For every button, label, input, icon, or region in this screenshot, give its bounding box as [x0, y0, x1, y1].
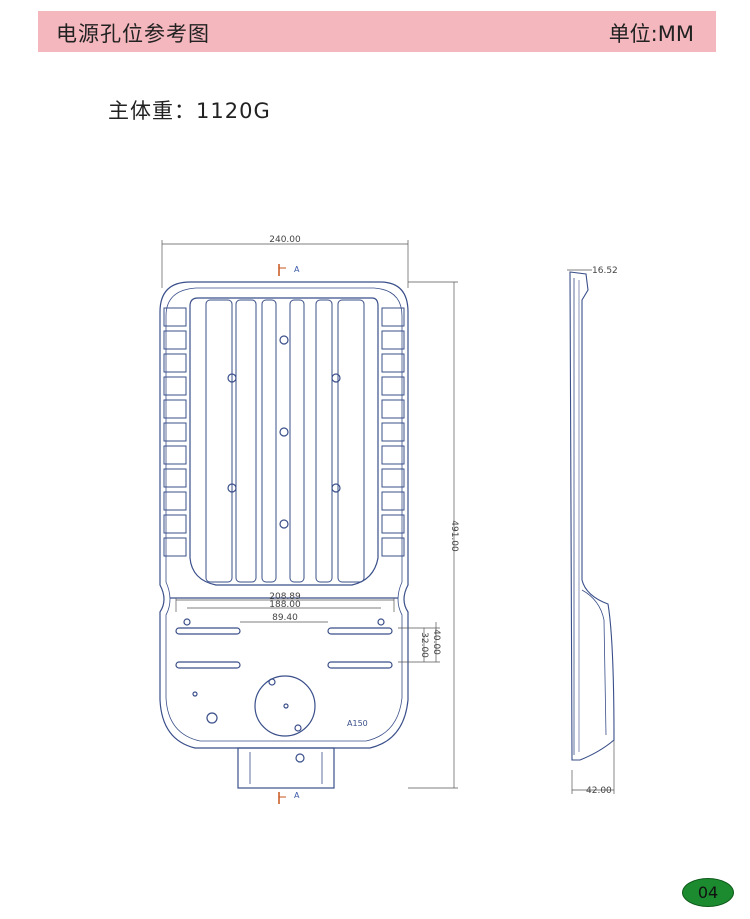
- dim-inner-1-label: 208.89: [269, 592, 301, 602]
- housing-outline: [159, 281, 409, 749]
- boss: [279, 335, 289, 345]
- mounting-bracket: [237, 747, 335, 789]
- vent-slot: [381, 307, 405, 327]
- dim-side-top-label: 16.52: [592, 266, 618, 276]
- vent-slot: [163, 445, 187, 465]
- vent-slot: [163, 537, 187, 557]
- header-bar: 电源孔位参考图 单位:MM: [38, 11, 716, 52]
- mount-slot: [327, 627, 393, 635]
- boss: [279, 427, 289, 437]
- fin: [315, 299, 333, 583]
- vent-slot: [163, 422, 187, 442]
- vent-slot: [381, 353, 405, 373]
- vent-slot: [381, 514, 405, 534]
- vent-slot: [163, 330, 187, 350]
- fin: [261, 299, 277, 583]
- vent-slot: [381, 491, 405, 511]
- screw-hole: [294, 724, 302, 732]
- vent-slot: [381, 468, 405, 488]
- left-vents: [163, 307, 187, 557]
- boss: [279, 519, 289, 529]
- cable-gland-circle: [254, 675, 316, 737]
- vent-slot: [163, 353, 187, 373]
- side-view: [569, 271, 615, 761]
- page-number: 04: [697, 883, 719, 902]
- unit-label: 单位:MM: [608, 22, 694, 46]
- front-view: [159, 281, 409, 789]
- weight-label: 主体重：1120G: [108, 99, 271, 123]
- dim-width-label: 240.00: [269, 235, 301, 245]
- vent-slot: [163, 399, 187, 419]
- vent-slot: [163, 468, 187, 488]
- dim-vert-1-label: 32.00: [419, 632, 429, 658]
- vent-slot: [381, 422, 405, 442]
- boss: [331, 483, 341, 493]
- vent-slot: [381, 445, 405, 465]
- page-number-badge: 04: [682, 878, 734, 907]
- vent-slot: [163, 307, 187, 327]
- boss: [227, 483, 237, 493]
- vent-slot: [163, 514, 187, 534]
- section-label-bottom: A: [294, 791, 300, 800]
- mount-hole: [377, 618, 385, 626]
- boss: [331, 373, 341, 383]
- dim-height-label: 491.00: [449, 520, 459, 552]
- section-marker-top: [278, 264, 286, 276]
- mount-hole: [183, 618, 191, 626]
- dimension-lines: [161, 240, 615, 794]
- part-mark-label: A150: [347, 719, 368, 728]
- mount-slot: [327, 661, 393, 669]
- vent-slot: [163, 491, 187, 511]
- vent-slot: [163, 376, 187, 396]
- screw-hole: [268, 678, 276, 686]
- dim-vert-2-label: 40.00: [431, 629, 441, 655]
- vent-slot: [381, 330, 405, 350]
- housing-inner-outline: [165, 287, 403, 742]
- boss: [227, 373, 237, 383]
- page-title: 电源孔位参考图: [56, 22, 210, 46]
- right-vents: [381, 307, 405, 557]
- screw-hole: [283, 703, 289, 709]
- section-marker-bottom: [278, 792, 286, 804]
- section-label-top: A: [294, 265, 300, 274]
- fin: [337, 299, 365, 583]
- dim-inner-2-label: 188.00: [269, 600, 301, 610]
- vent-slot: [381, 376, 405, 396]
- mount-slot: [175, 661, 241, 669]
- fin: [289, 299, 305, 583]
- screw-hole: [192, 691, 198, 697]
- fin: [235, 299, 257, 583]
- side-profile: [569, 271, 615, 761]
- mount-slot: [175, 627, 241, 635]
- ground-symbol: [206, 712, 218, 724]
- vent-slot: [381, 399, 405, 419]
- vent-slot: [381, 537, 405, 557]
- screw-hole: [295, 753, 305, 763]
- dim-side-bottom-label: 42.00: [586, 786, 612, 796]
- side-bracket-curve: [581, 589, 607, 736]
- heatsink-chamber: [189, 297, 379, 586]
- fin: [205, 299, 233, 583]
- dim-inner-3-label: 89.40: [272, 613, 298, 623]
